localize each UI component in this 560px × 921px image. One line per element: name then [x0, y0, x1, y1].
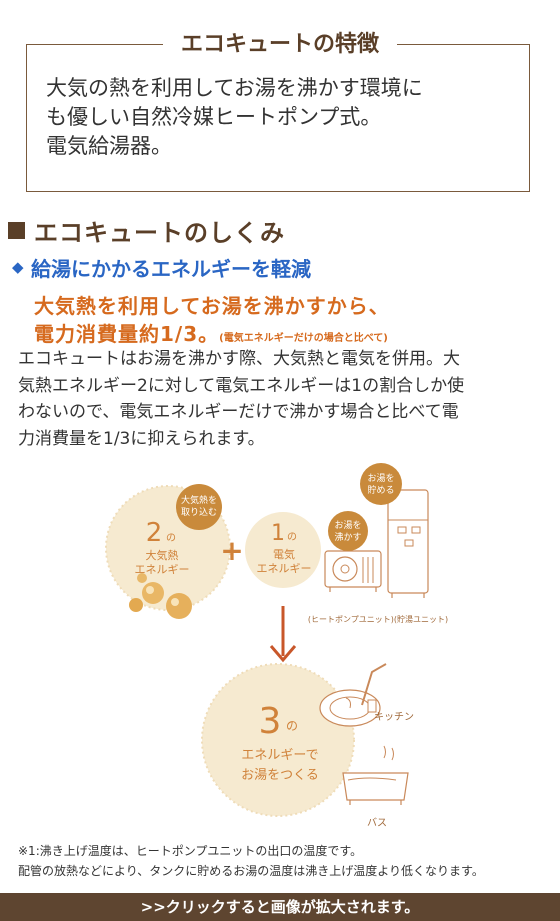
heat-ball-icon: [142, 582, 164, 604]
electric-number: 1: [271, 521, 285, 546]
electric-label-1: 電気: [273, 547, 295, 561]
electric-circle: [245, 512, 321, 588]
heat-ball-icon: [166, 593, 192, 619]
heat-ball-shine: [171, 598, 179, 606]
enlarge-image-link[interactable]: >>クリックすると画像が拡大されます。: [0, 893, 560, 921]
section-subtitle: 給湯にかかるエネルギーを軽減: [31, 257, 311, 281]
store-tag-line2: 貯める: [367, 485, 394, 496]
result-label-2: お湯をつくる: [241, 768, 319, 783]
kitchen-label: キッチン: [374, 711, 414, 723]
electric-no: の: [287, 532, 297, 543]
air-heat-label-1: 大気熱: [146, 548, 179, 562]
boil-tag-bubble: [328, 511, 368, 551]
result-label-1: エネルギーで: [241, 748, 318, 763]
feature-title: エコキュートの特徴: [162, 32, 397, 57]
bathtub-icon: [342, 745, 409, 805]
air-heat-tag-bubble: [176, 484, 222, 530]
feature-title-wrap: エコキュートの特徴: [0, 26, 560, 58]
hot-water-tank-icon: [387, 489, 429, 598]
result-circle-texture: [201, 663, 355, 817]
result-number: 3: [259, 701, 282, 742]
explanation-text: エコキュートはお湯を沸かす際、大気熱と電気を併用。大 気熱エネルギー2に対して電…: [18, 346, 548, 452]
kitchen-faucet-icon: [319, 663, 387, 727]
heat-ball-icon: [137, 573, 147, 583]
explanation-line: わないので、電気エネルギーだけで沸かす場合と比べて電: [18, 402, 459, 422]
plus-sign: +: [220, 534, 243, 567]
heat-pump-unit-icon: [324, 550, 382, 592]
diamond-icon: ◆: [12, 258, 24, 276]
result-no: の: [286, 719, 298, 733]
feature-description: 大気の熱を利用してお湯を沸かす環境に も優しい自然冷媒ヒートポンプ式。 電気給湯…: [46, 74, 516, 161]
explanation-line: 力消費量を1/3に抑えられます。: [18, 428, 265, 449]
explanation-line: エコキュートはお湯を沸かす際、大気熱と電気を併用。大: [18, 349, 460, 369]
air-heat-tag-line2: 取り込む: [181, 507, 217, 518]
down-arrow-icon: [269, 606, 297, 663]
air-heat-circle-texture: [105, 485, 231, 611]
air-heat-number: 2: [146, 518, 163, 548]
feature-line: 大気の熱を利用してお湯を沸かす環境に: [46, 76, 423, 100]
air-heat-no: の: [166, 533, 176, 544]
bath-label: バス: [367, 817, 387, 829]
footnote-line-1: ※1:沸き上げ温度は、ヒートポンプユニットの出口の温度です。: [18, 844, 363, 858]
store-tag-bubble: [360, 463, 402, 505]
boil-tag-line1: お湯を: [334, 520, 361, 531]
heat-ball-shine: [146, 586, 154, 594]
highlight-line-2-wrap: 電力消費量約1/3。(電気エネルギーだけの場合と比べて): [34, 318, 388, 347]
feature-line: も優しい自然冷媒ヒートポンプ式。: [46, 105, 382, 129]
highlight-line-2: 電力消費量約1/3。: [34, 322, 220, 346]
air-heat-label-2: エネルギー: [135, 563, 190, 576]
eco-cute-diagram: 大気熱を 取り込む 2 の 大気熱 エネルギー + 1 の 電気 エネルギー お…: [105, 463, 448, 829]
section-square-icon: [8, 222, 25, 239]
store-tag-line1: お湯を: [367, 473, 394, 484]
explanation-line: 気熱エネルギー2に対して電気エネルギーは1の割合しか使: [18, 375, 465, 396]
units-caption: (ヒートポンプユニット)(貯湯ユニット): [308, 614, 448, 624]
result-circle: [202, 664, 354, 816]
section-title: エコキュートのしくみ: [34, 219, 285, 247]
highlight-line-1: 大気熱を利用してお湯を沸かすから、: [34, 294, 390, 318]
footnote-line-2: 配管の放熱などにより、タンクに貯めるお湯の温度は沸き上げ温度より低くなります。: [18, 864, 484, 878]
heat-ball-icon: [129, 598, 143, 612]
electric-label-2: エネルギー: [257, 562, 312, 575]
highlight-note: (電気エネルギーだけの場合と比べて): [219, 333, 388, 344]
boil-tag-line2: 沸かす: [334, 531, 361, 543]
feature-line: 電気給湯器。: [46, 134, 172, 158]
air-heat-tag-line1: 大気熱を: [181, 494, 217, 506]
